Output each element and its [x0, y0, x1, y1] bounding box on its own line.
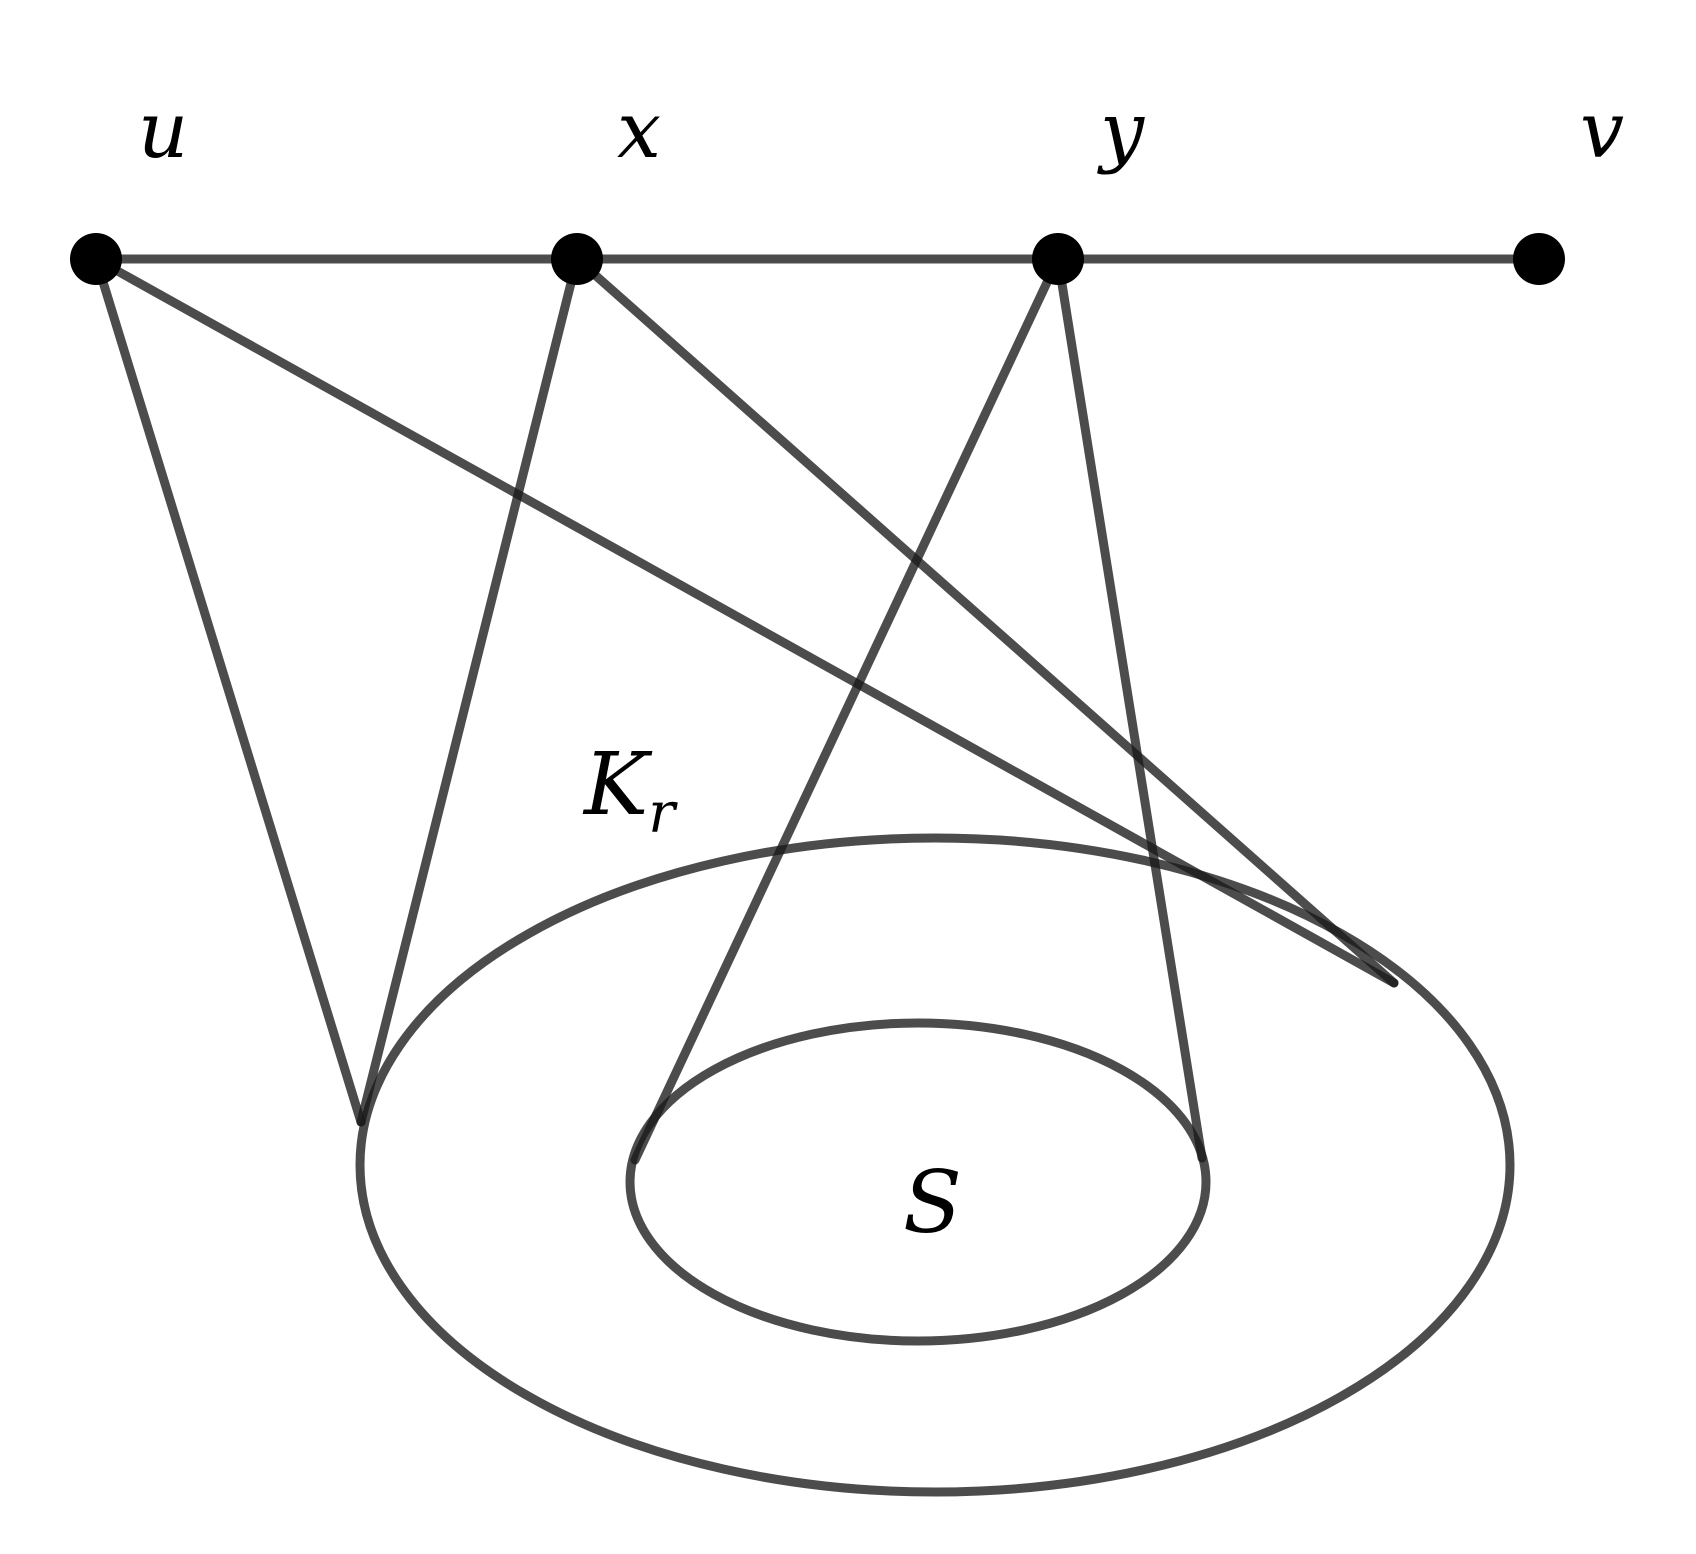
vertex-label-x: x [617, 86, 661, 176]
vertex-y [1032, 233, 1084, 285]
vertex-label-v: v [1580, 86, 1625, 176]
edge-y-s-right [1053, 254, 1207, 1163]
set-label-s: S [903, 1153, 962, 1253]
vertex-label-y: y [1100, 86, 1145, 176]
vertex-v [1513, 233, 1565, 285]
vertex-u [70, 233, 122, 285]
edge-x-kr-left [356, 254, 582, 1127]
vertex-x [551, 233, 603, 285]
edge-u-kr-left [91, 254, 366, 1127]
set-label-kr-main: K [584, 735, 649, 835]
edge-x-kr-right [572, 254, 1399, 988]
set-kr-ellipse [355, 833, 1515, 1497]
set-label-kr-sub: r [648, 781, 676, 846]
edge-u-kr-right [91, 254, 1399, 988]
vertex-label-u: u [138, 86, 189, 176]
set-label-kr: Kr [584, 742, 675, 842]
set-s-ellipse [625, 1018, 1211, 1346]
edge-y-s-left [630, 254, 1063, 1165]
